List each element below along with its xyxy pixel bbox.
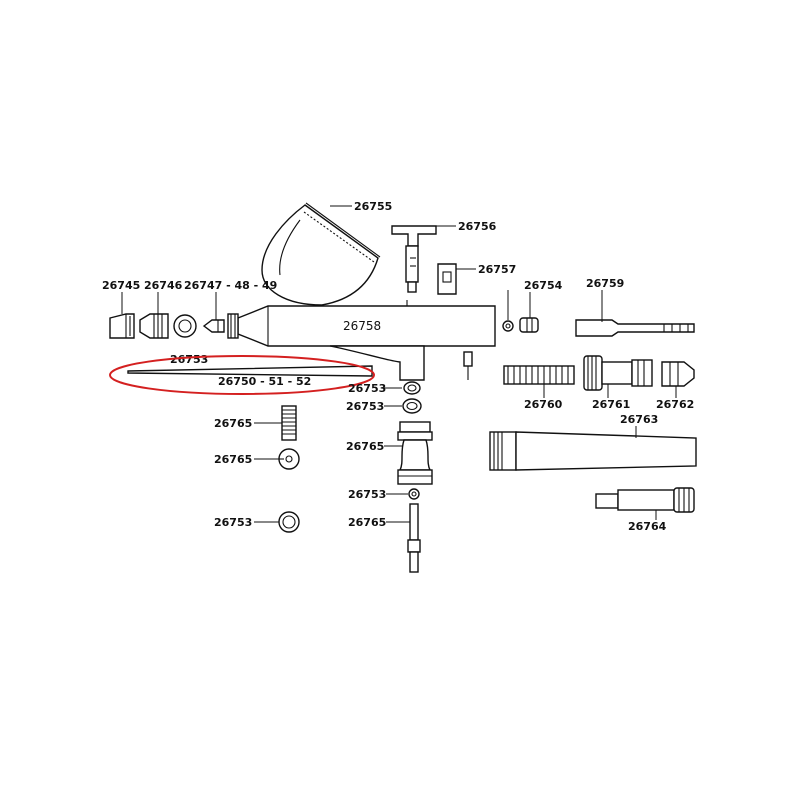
label-26757: 26757 <box>478 263 516 276</box>
label-26754: 26754 <box>524 279 563 292</box>
clip-26765[interactable] <box>278 448 300 470</box>
spring-guide-26761[interactable] <box>583 355 653 391</box>
label-26763: 26763 <box>620 413 658 426</box>
label-26753-d: 26753 <box>214 516 252 529</box>
label-26746: 26746 <box>144 279 183 292</box>
lever-nut <box>502 320 514 332</box>
needle-26750[interactable] <box>127 365 373 377</box>
lever-guide-26754[interactable] <box>519 317 539 333</box>
label-26753-b: 26753 <box>346 400 384 413</box>
label-26765-stem: 26765 <box>348 516 386 529</box>
label-26765-clip: 26765 <box>214 453 252 466</box>
label-26745: 26745 <box>102 279 140 292</box>
label-26761: 26761 <box>592 398 630 411</box>
paint-cup-26755[interactable] <box>261 202 381 306</box>
label-26762: 26762 <box>656 398 694 411</box>
label-26753-a: 26753 <box>348 382 386 395</box>
label-26753-c: 26753 <box>348 488 386 501</box>
nozzle-ring-26753[interactable] <box>173 314 197 338</box>
highlight-ellipse <box>109 355 375 395</box>
nozzle-head-26746[interactable] <box>139 313 169 339</box>
nozzle-cap-26745[interactable] <box>109 313 135 339</box>
valve-stem-26765[interactable] <box>407 503 421 573</box>
o-ring-26753-d[interactable] <box>278 511 300 533</box>
trigger-guide-26757[interactable] <box>437 263 457 295</box>
valve-pin <box>463 351 473 380</box>
label-26764: 26764 <box>628 520 667 533</box>
nozzle-thread-ring <box>227 313 239 339</box>
handle-26763[interactable] <box>489 431 697 471</box>
label-26747: 26747 - 48 - 49 <box>184 279 277 292</box>
spring-26760[interactable] <box>503 365 575 385</box>
label-26756: 26756 <box>458 220 497 233</box>
nozzle-26747[interactable] <box>202 319 225 333</box>
chuck-nut-26762[interactable] <box>661 361 695 387</box>
label-26760: 26760 <box>524 398 563 411</box>
label-26750: 26750 - 51 - 52 <box>218 375 311 388</box>
valve-body-26765[interactable] <box>397 421 433 485</box>
valve-spring-26765[interactable] <box>281 405 297 441</box>
trigger-26756[interactable] <box>391 225 437 293</box>
airbrush-body-26758[interactable] <box>237 300 496 381</box>
o-ring-26753-a[interactable] <box>403 381 421 395</box>
needle-guide-26759[interactable] <box>575 319 695 337</box>
label-26758: 26758 <box>343 319 381 333</box>
label-26755: 26755 <box>354 200 392 213</box>
o-ring-26753-c[interactable] <box>408 488 420 500</box>
o-ring-26753-b[interactable] <box>402 398 422 414</box>
label-26759: 26759 <box>586 277 624 290</box>
label-26765-valve-body: 26765 <box>346 440 384 453</box>
label-26765-spring: 26765 <box>214 417 252 430</box>
preset-handle-26764[interactable] <box>595 487 695 513</box>
